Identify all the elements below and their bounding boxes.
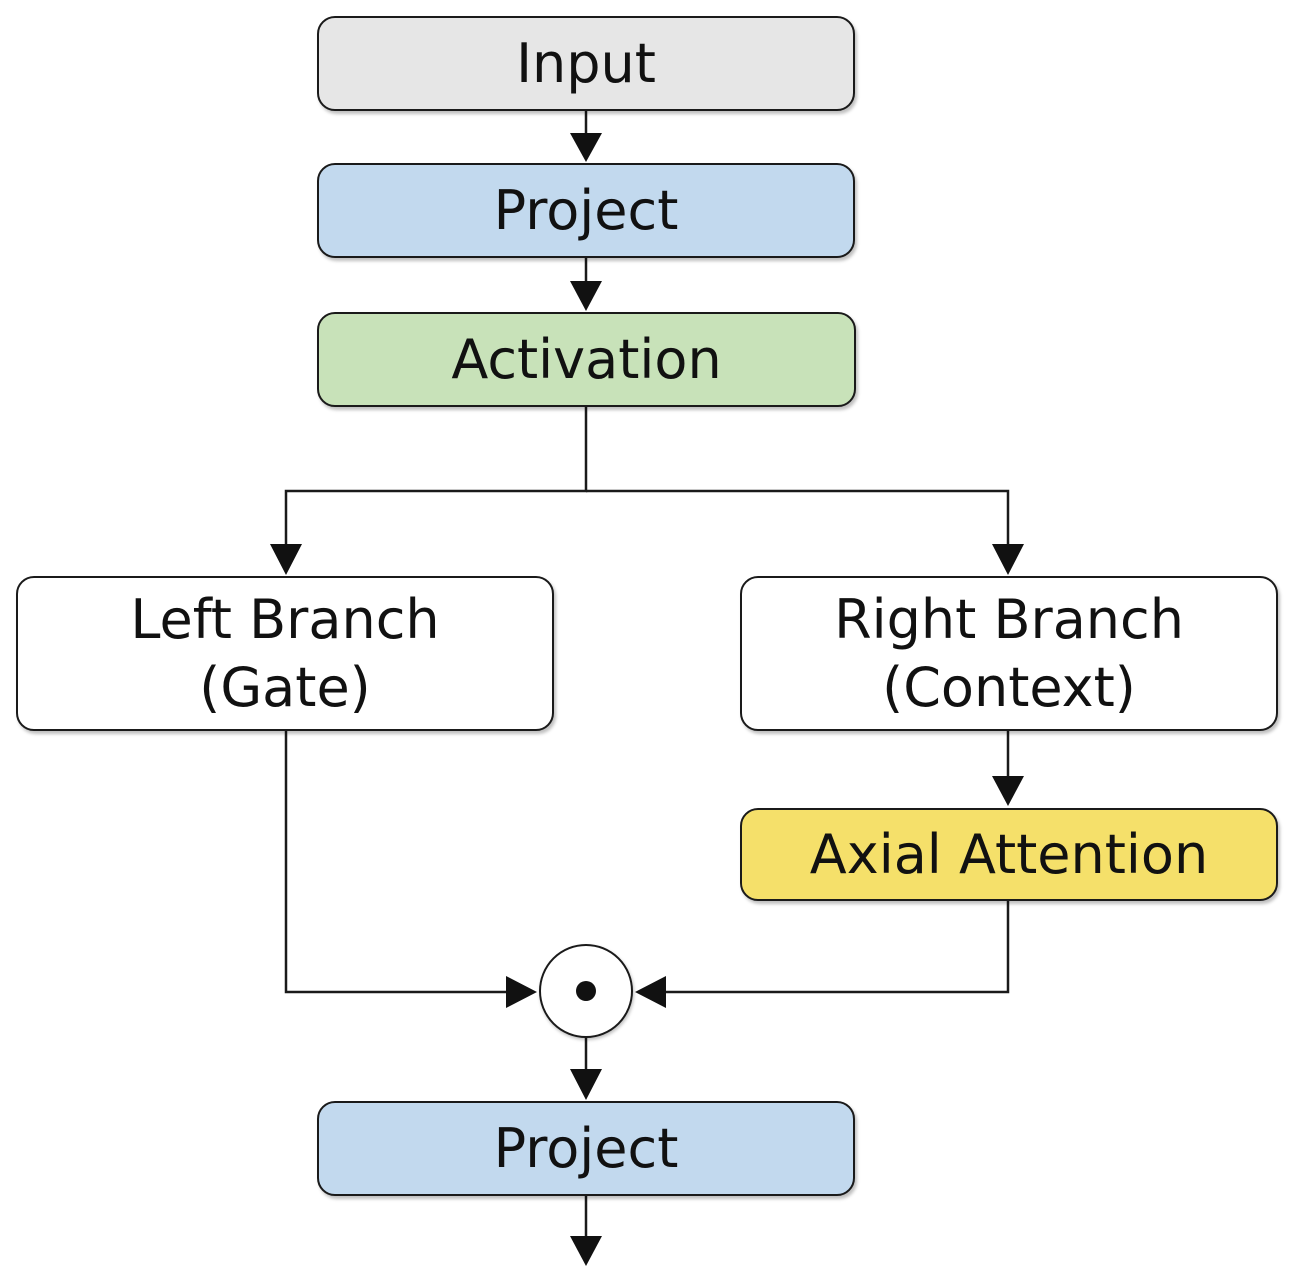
arrowhead-right-branch [992, 544, 1024, 575]
edge-axial-operator [662, 901, 1010, 994]
left-branch-subtitle: (Gate) [199, 655, 371, 719]
activation-label: Activation [451, 327, 722, 391]
axial-attention-node: Axial Attention [740, 808, 1278, 901]
project-node-bottom: Project [317, 1101, 855, 1196]
axial-attention-label: Axial Attention [809, 822, 1209, 886]
edge-activation-right [586, 489, 1010, 546]
arrowhead-project-2 [570, 1069, 602, 1100]
arrowhead-left-branch [270, 544, 302, 575]
right-branch-subtitle: (Context) [882, 655, 1136, 719]
project-node-top: Project [317, 163, 855, 258]
project-bottom-label: Project [493, 1116, 679, 1180]
right-branch-node: Right Branch (Context) [740, 576, 1278, 731]
edge-left-operator [284, 731, 510, 994]
dot-product-icon [576, 981, 596, 1001]
project-top-label: Project [493, 178, 679, 242]
right-branch-title: Right Branch [834, 588, 1184, 651]
input-label: Input [516, 31, 656, 95]
arrowhead-activation [570, 281, 602, 311]
edge-activation-split [284, 407, 588, 546]
input-node: Input [317, 16, 855, 111]
arrowhead-output [570, 1236, 602, 1266]
left-branch-node: Left Branch (Gate) [16, 576, 554, 731]
elementwise-product-operator [539, 944, 633, 1038]
activation-node: Activation [317, 312, 856, 407]
arrowhead-operator-right [635, 976, 666, 1008]
arrowhead-axial [992, 776, 1024, 806]
left-branch-title: Left Branch [130, 588, 440, 651]
arrowhead-project-1 [570, 133, 602, 162]
arrowhead-operator-left [506, 976, 537, 1008]
